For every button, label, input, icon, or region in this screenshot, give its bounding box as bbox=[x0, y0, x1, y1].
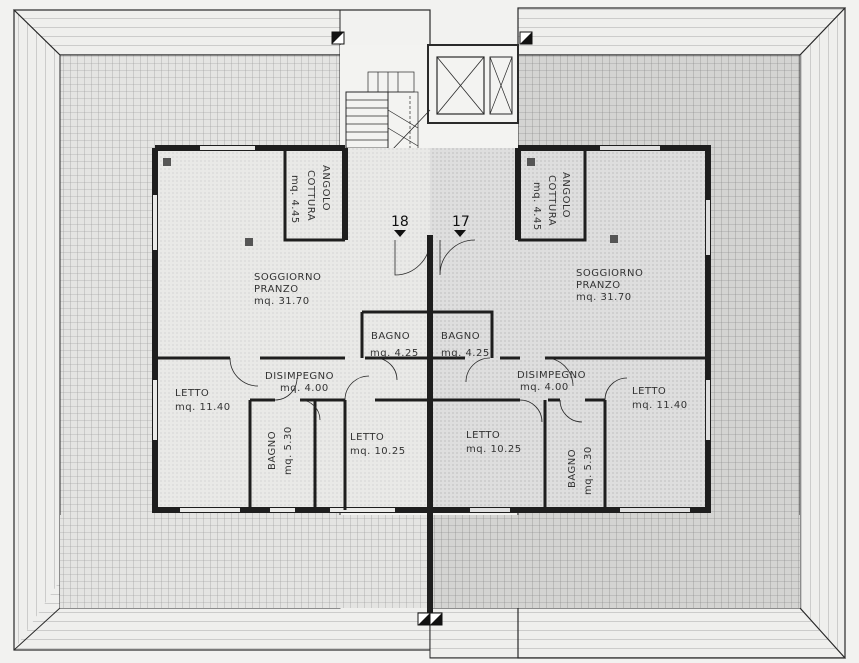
label-angolo-cottura-left: ANGOLO bbox=[320, 165, 331, 211]
label-bagno-right-2: BAGNO bbox=[567, 449, 578, 488]
label-soggiorno-right-area: mq. 31.70 bbox=[576, 292, 632, 303]
label-angolo-cottura-right-2: COTTURA bbox=[546, 175, 557, 226]
apartment-left bbox=[152, 145, 431, 513]
label-disimpegno-left: DISIMPEGNO bbox=[265, 371, 334, 382]
label-angolo-cottura-right-area: mq. 4.45 bbox=[531, 182, 542, 231]
label-angolo-cottura-left-2: COTTURA bbox=[305, 170, 316, 221]
label-letto-right-1: LETTO bbox=[632, 386, 666, 397]
label-letto-right-2-area: mq. 10.25 bbox=[466, 444, 522, 455]
label-bagno-left-area: mq. 4.25 bbox=[370, 348, 419, 359]
label-soggiorno-left: SOGGIORNO bbox=[254, 272, 321, 283]
label-disimpegno-right-area: mq. 4.00 bbox=[520, 382, 569, 393]
label-bagno-right: BAGNO bbox=[441, 331, 480, 342]
label-pranzo-right: PRANZO bbox=[576, 280, 621, 291]
terrace-right-bottom bbox=[430, 515, 800, 608]
label-bagno-right-area: mq. 4.25 bbox=[441, 348, 490, 359]
entry-arrow-17 bbox=[454, 230, 466, 237]
label-bagno-right-2-area: mq. 5.30 bbox=[583, 446, 594, 495]
apartment-number-17: 17 bbox=[452, 214, 470, 230]
label-angolo-cottura-right: ANGOLO bbox=[560, 172, 571, 218]
room-labels-left: ANGOLO COTTURA mq. 4.45 SOGGIORNO PRANZO… bbox=[175, 165, 419, 475]
room-labels-right: ANGOLO COTTURA mq. 4.45 SOGGIORNO PRANZO… bbox=[441, 172, 688, 495]
label-pranzo-left: PRANZO bbox=[254, 284, 299, 295]
label-letto-left-1-area: mq. 11.40 bbox=[175, 402, 231, 413]
label-angolo-cottura-left-area: mq. 4.45 bbox=[289, 175, 300, 224]
label-bagno-left-2-area: mq. 5.30 bbox=[283, 426, 294, 475]
label-soggiorno-left-area: mq. 31.70 bbox=[254, 296, 310, 307]
terrace-left-bottom bbox=[60, 515, 430, 608]
apartment-right bbox=[427, 145, 711, 513]
label-letto-left-2: LETTO bbox=[350, 432, 384, 443]
label-disimpegno-right: DISIMPEGNO bbox=[517, 370, 586, 381]
label-letto-right-1-area: mq. 11.40 bbox=[632, 400, 688, 411]
elevator-shaft bbox=[436, 56, 485, 115]
label-disimpegno-left-area: mq. 4.00 bbox=[280, 383, 329, 394]
label-bagno-left-2: BAGNO bbox=[267, 431, 278, 470]
apartment-number-18: 18 bbox=[391, 214, 409, 230]
entry-arrow-18 bbox=[394, 230, 406, 237]
label-letto-right-2: LETTO bbox=[466, 430, 500, 441]
downpipe-markers bbox=[331, 31, 533, 626]
label-bagno-left: BAGNO bbox=[371, 331, 410, 342]
label-soggiorno-right: SOGGIORNO bbox=[576, 268, 643, 279]
label-letto-left-2-area: mq. 10.25 bbox=[350, 446, 406, 457]
label-letto-left-1: LETTO bbox=[175, 388, 209, 399]
